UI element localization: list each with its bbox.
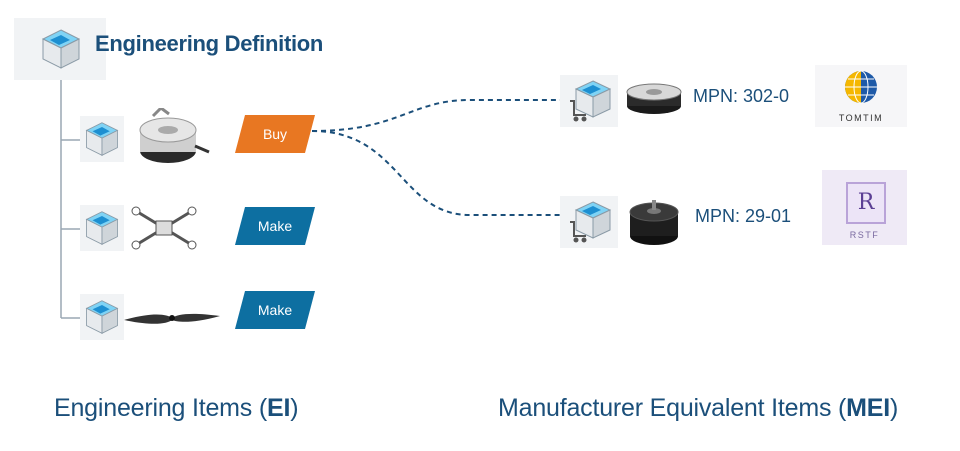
motor-icon: [626, 83, 682, 114]
make-tag: Make: [235, 207, 315, 245]
logo-frame: R: [846, 182, 886, 224]
ei-node[interactable]: [80, 116, 124, 162]
cube-icon: [41, 29, 81, 69]
mpn-label: MPN: 302-0: [693, 86, 790, 106]
ei-node[interactable]: [80, 205, 124, 251]
tree-lines: [60, 80, 82, 319]
mpn-label: MPN: 29-01: [695, 206, 792, 226]
manufacturer-logo: TOMTIM: [815, 65, 907, 127]
manufacturer-cube-icon: [570, 201, 612, 243]
globe-sun-icon: [845, 70, 877, 104]
cube-icon: [85, 211, 119, 245]
buy-tag: Buy: [235, 115, 315, 153]
connector-to-mei-2: [311, 130, 560, 216]
connector-to-mei-1: [311, 99, 560, 132]
mei-caption: Manufacturer Equivalent Items (MEI): [498, 394, 899, 422]
ei-node[interactable]: [80, 294, 124, 340]
manufacturer-cube-icon: [570, 80, 612, 122]
motor-icon: [139, 108, 210, 163]
cube-icon: [85, 300, 119, 334]
frame-icon: [131, 206, 197, 250]
motor-icon: [629, 200, 679, 245]
root-node[interactable]: [14, 18, 106, 80]
mei-node[interactable]: [560, 75, 618, 127]
propeller-icon: [124, 313, 220, 324]
cube-icon: [85, 122, 119, 156]
manufacturer-logo: R RSTF: [822, 170, 907, 245]
mei-node[interactable]: [560, 196, 618, 248]
make-tag: Make: [235, 291, 315, 329]
dashed-connectors: [311, 99, 560, 216]
ei-caption: Engineering Items (EI): [54, 394, 299, 422]
page-title: Engineering Definition: [95, 31, 324, 56]
